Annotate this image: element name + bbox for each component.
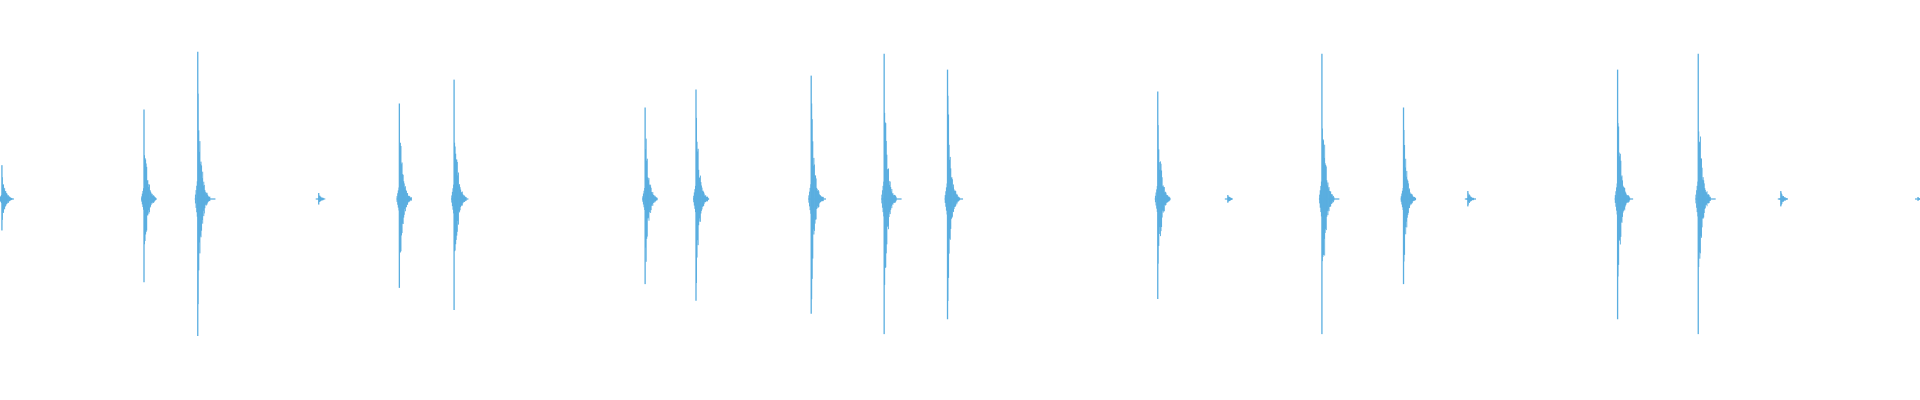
waveform-transient xyxy=(642,107,658,285)
waveform-transient xyxy=(141,109,157,283)
waveform-transient xyxy=(1695,53,1716,335)
waveform-transient xyxy=(1318,53,1340,335)
waveform-transient xyxy=(194,51,216,336)
waveform-transient xyxy=(1614,69,1634,320)
waveform-transient xyxy=(451,79,469,311)
waveform-transient xyxy=(1400,107,1417,285)
waveform-transient xyxy=(808,75,827,314)
waveform-transient xyxy=(396,103,412,288)
waveform-transient xyxy=(1915,197,1920,201)
waveform-transient xyxy=(0,165,14,231)
waveform-transient xyxy=(1154,91,1171,299)
waveform-transient xyxy=(1224,195,1233,203)
waveform-transient xyxy=(693,89,710,301)
waveform-transient xyxy=(944,69,964,320)
waveform-transient xyxy=(1464,191,1476,207)
waveform-transient xyxy=(1777,191,1788,207)
waveform-transient xyxy=(881,53,902,335)
waveform-transient xyxy=(315,193,326,205)
